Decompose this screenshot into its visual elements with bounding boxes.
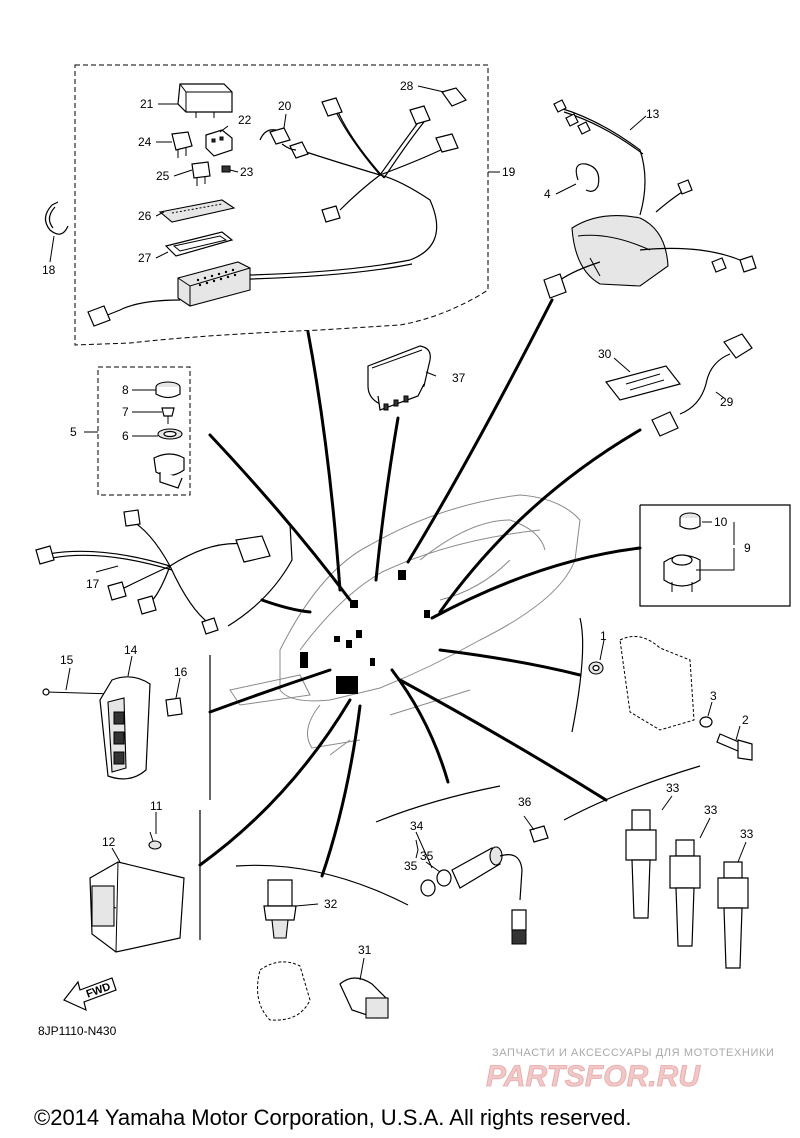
label-36: 36 — [518, 795, 532, 809]
label-35-a: 35 — [420, 849, 434, 863]
gasket — [164, 231, 234, 257]
label-2: 2 — [742, 713, 749, 727]
label-8: 8 — [122, 383, 129, 397]
handlebar-switch — [42, 655, 211, 800]
label-31: 31 — [358, 943, 372, 957]
label-22: 22 — [238, 113, 252, 127]
ignition-coils — [563, 765, 749, 969]
relay-box — [177, 83, 233, 118]
circuit-board — [158, 199, 236, 223]
harness-wire — [249, 174, 438, 276]
label-26: 26 — [138, 209, 152, 223]
label-37: 37 — [452, 371, 466, 385]
drawing-code: 8JP1110-N430 — [38, 1024, 117, 1038]
label-15: 15 — [60, 653, 74, 667]
harness-group — [74, 64, 489, 346]
connector — [87, 305, 111, 327]
label-24: 24 — [138, 135, 152, 149]
label-7: 7 — [122, 405, 129, 419]
hand-harness — [35, 509, 293, 635]
sub-harness — [543, 99, 757, 299]
label-28: 28 — [400, 79, 414, 93]
bracket-area — [571, 617, 753, 761]
sensor-lead — [651, 333, 753, 437]
label-4: 4 — [544, 187, 551, 201]
label-14: 14 — [124, 643, 138, 657]
relay-small — [171, 131, 193, 158]
fwd-arrow — [63, 977, 117, 1012]
label-35-b: 35 — [404, 859, 418, 873]
rocker-switch — [367, 345, 431, 411]
label-5: 5 — [70, 425, 77, 439]
label-13: 13 — [646, 107, 660, 121]
label-12: 12 — [102, 835, 116, 849]
label-23: 23 — [240, 165, 254, 179]
speed-sensor — [375, 785, 549, 945]
relay-block — [205, 129, 233, 157]
label-19: 19 — [502, 165, 516, 179]
label-1: 1 — [600, 629, 607, 643]
label-9: 9 — [744, 541, 751, 555]
band-clamp — [575, 163, 600, 192]
label-17: 17 — [86, 577, 100, 591]
label-card — [604, 365, 682, 401]
label-29: 29 — [720, 395, 734, 409]
label-18: 18 — [42, 263, 56, 277]
label-33-a: 33 — [666, 781, 680, 795]
label-33-c: 33 — [740, 827, 754, 841]
label-25: 25 — [156, 169, 170, 183]
watermark-subtitle: ЗАПЧАСТИ И АКСЕССУАРЫ ДЛЯ МОТОТЕХНИКИ — [492, 1047, 774, 1059]
clamp — [44, 201, 69, 235]
label-27: 27 — [138, 251, 152, 265]
leader-lines — [198, 298, 642, 878]
copyright-notice: ©2014 Yamaha Motor Corporation, U.S.A. A… — [34, 1105, 631, 1130]
label-30: 30 — [598, 347, 612, 361]
pressure-sensors — [235, 864, 409, 1021]
watermark-logo: PARTSFOR.RU — [486, 1060, 701, 1093]
label-32: 32 — [324, 897, 338, 911]
label-33-b: 33 — [704, 803, 718, 817]
snowmobile-illustration — [229, 494, 581, 756]
label-10: 10 — [714, 515, 728, 529]
label-3: 3 — [710, 689, 717, 703]
fwd-label: FWD — [85, 981, 113, 1001]
label-6: 6 — [122, 429, 129, 443]
fuse-box — [177, 261, 251, 307]
label-leaders — [49, 85, 747, 981]
relay-connector — [259, 127, 309, 159]
fuse — [221, 165, 231, 173]
label-16: 16 — [174, 665, 188, 679]
main-switch — [639, 504, 791, 607]
switch-group — [97, 366, 191, 496]
relay-mini — [191, 161, 211, 186]
label-21: 21 — [140, 97, 154, 111]
ecu-unit — [89, 810, 201, 953]
part-labels: 21 24 25 26 27 22 23 20 28 19 18 13 4 5 … — [42, 79, 754, 957]
label-11: 11 — [150, 799, 163, 813]
label-34: 34 — [410, 819, 424, 833]
label-20: 20 — [278, 99, 292, 113]
